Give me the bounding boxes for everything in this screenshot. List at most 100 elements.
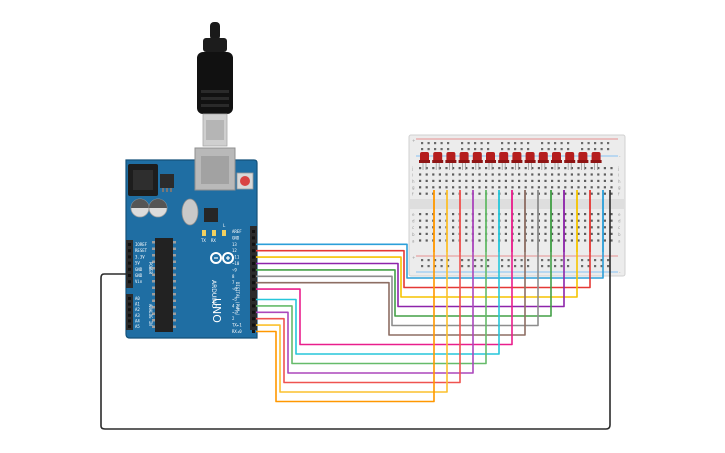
jumper-wire[interactable] <box>256 190 500 355</box>
rail-hole[interactable] <box>587 265 590 268</box>
breadboard-hole[interactable] <box>452 192 455 195</box>
rail-hole[interactable] <box>480 259 483 262</box>
breadboard-hole[interactable] <box>551 219 554 222</box>
breadboard-hole[interactable] <box>458 167 461 170</box>
breadboard-hole[interactable] <box>419 219 422 222</box>
breadboard-hole[interactable] <box>557 232 560 235</box>
digital-pin[interactable] <box>252 281 255 285</box>
breadboard-hole[interactable] <box>465 173 468 176</box>
rail-hole[interactable] <box>560 142 563 145</box>
breadboard-hole[interactable] <box>570 226 573 229</box>
breadboard-hole[interactable] <box>438 239 441 242</box>
breadboard-hole[interactable] <box>504 173 507 176</box>
breadboard-hole[interactable] <box>471 173 474 176</box>
breadboard-hole[interactable] <box>544 239 547 242</box>
rail-hole[interactable] <box>507 148 510 151</box>
digital-pin[interactable] <box>252 310 255 314</box>
breadboard-hole[interactable] <box>471 186 474 189</box>
breadboard-hole[interactable] <box>544 219 547 222</box>
rail-hole[interactable] <box>467 148 470 151</box>
rail-hole[interactable] <box>547 142 550 145</box>
breadboard-hole[interactable] <box>570 232 573 235</box>
rail-hole[interactable] <box>587 259 590 262</box>
breadboard-hole[interactable] <box>610 192 613 195</box>
breadboard-hole[interactable] <box>531 219 534 222</box>
breadboard-hole[interactable] <box>597 192 600 195</box>
breadboard-hole[interactable] <box>564 167 567 170</box>
rail-hole[interactable] <box>467 265 470 268</box>
breadboard-hole[interactable] <box>544 167 547 170</box>
power-pin[interactable] <box>128 255 131 259</box>
breadboard-hole[interactable] <box>491 179 494 182</box>
breadboard-hole[interactable] <box>603 219 606 222</box>
breadboard-hole[interactable] <box>504 219 507 222</box>
breadboard-hole[interactable] <box>544 186 547 189</box>
rail-hole[interactable] <box>527 259 530 262</box>
breadboard-hole[interactable] <box>452 186 455 189</box>
breadboard-hole[interactable] <box>551 186 554 189</box>
breadboard-hole[interactable] <box>511 179 514 182</box>
breadboard-hole[interactable] <box>452 239 455 242</box>
rail-hole[interactable] <box>520 265 523 268</box>
breadboard-hole[interactable] <box>518 239 521 242</box>
breadboard-hole[interactable] <box>584 213 587 216</box>
breadboard-hole[interactable] <box>524 179 527 182</box>
breadboard-hole[interactable] <box>438 226 441 229</box>
breadboard-hole[interactable] <box>551 213 554 216</box>
breadboard-hole[interactable] <box>478 232 481 235</box>
rail-hole[interactable] <box>567 259 570 262</box>
breadboard-hole[interactable] <box>465 186 468 189</box>
rail-hole[interactable] <box>514 148 517 151</box>
breadboard-hole[interactable] <box>524 173 527 176</box>
breadboard-hole[interactable] <box>597 219 600 222</box>
breadboard-hole[interactable] <box>504 213 507 216</box>
rail-hole[interactable] <box>607 259 610 262</box>
breadboard-hole[interactable] <box>610 167 613 170</box>
rail-hole[interactable] <box>554 259 557 262</box>
breadboard-hole[interactable] <box>425 173 428 176</box>
breadboard-hole[interactable] <box>610 219 613 222</box>
breadboard-hole[interactable] <box>491 192 494 195</box>
breadboard-hole[interactable] <box>524 186 527 189</box>
breadboard-hole[interactable] <box>491 226 494 229</box>
breadboard-hole[interactable] <box>438 192 441 195</box>
breadboard-hole[interactable] <box>511 167 514 170</box>
power-pin[interactable] <box>128 274 131 277</box>
breadboard-hole[interactable] <box>511 186 514 189</box>
rail-hole[interactable] <box>421 265 424 268</box>
rail-hole[interactable] <box>440 142 443 145</box>
breadboard-hole[interactable] <box>498 186 501 189</box>
breadboard-hole[interactable] <box>478 219 481 222</box>
breadboard-hole[interactable] <box>603 239 606 242</box>
breadboard-hole[interactable] <box>570 239 573 242</box>
breadboard-hole[interactable] <box>491 239 494 242</box>
rail-hole[interactable] <box>541 259 544 262</box>
breadboard-hole[interactable] <box>425 226 428 229</box>
breadboard-hole[interactable] <box>590 219 593 222</box>
jumper-wires[interactable] <box>100 190 611 430</box>
rail-hole[interactable] <box>520 148 523 151</box>
jumper-wire[interactable] <box>256 190 513 346</box>
breadboard-hole[interactable] <box>603 226 606 229</box>
breadboard-hole[interactable] <box>597 239 600 242</box>
breadboard-hole[interactable] <box>597 179 600 182</box>
breadboard-hole[interactable] <box>597 226 600 229</box>
breadboard-hole[interactable] <box>577 226 580 229</box>
breadboard-hole[interactable] <box>610 179 613 182</box>
breadboard-hole[interactable] <box>610 173 613 176</box>
breadboard-hole[interactable] <box>432 186 435 189</box>
breadboard-hole[interactable] <box>603 179 606 182</box>
rail-hole[interactable] <box>594 265 597 268</box>
jumper-wire[interactable] <box>256 190 448 393</box>
breadboard-hole[interactable] <box>584 186 587 189</box>
rail-hole[interactable] <box>501 265 504 268</box>
breadboard-hole[interactable] <box>425 213 428 216</box>
breadboard-hole[interactable] <box>498 173 501 176</box>
breadboard-hole[interactable] <box>544 232 547 235</box>
breadboard-hole[interactable] <box>570 167 573 170</box>
ground-wire[interactable] <box>100 268 611 430</box>
power-pin[interactable] <box>128 267 131 271</box>
breadboard-hole[interactable] <box>584 173 587 176</box>
rail-hole[interactable] <box>581 259 584 262</box>
breadboard-hole[interactable] <box>511 173 514 176</box>
